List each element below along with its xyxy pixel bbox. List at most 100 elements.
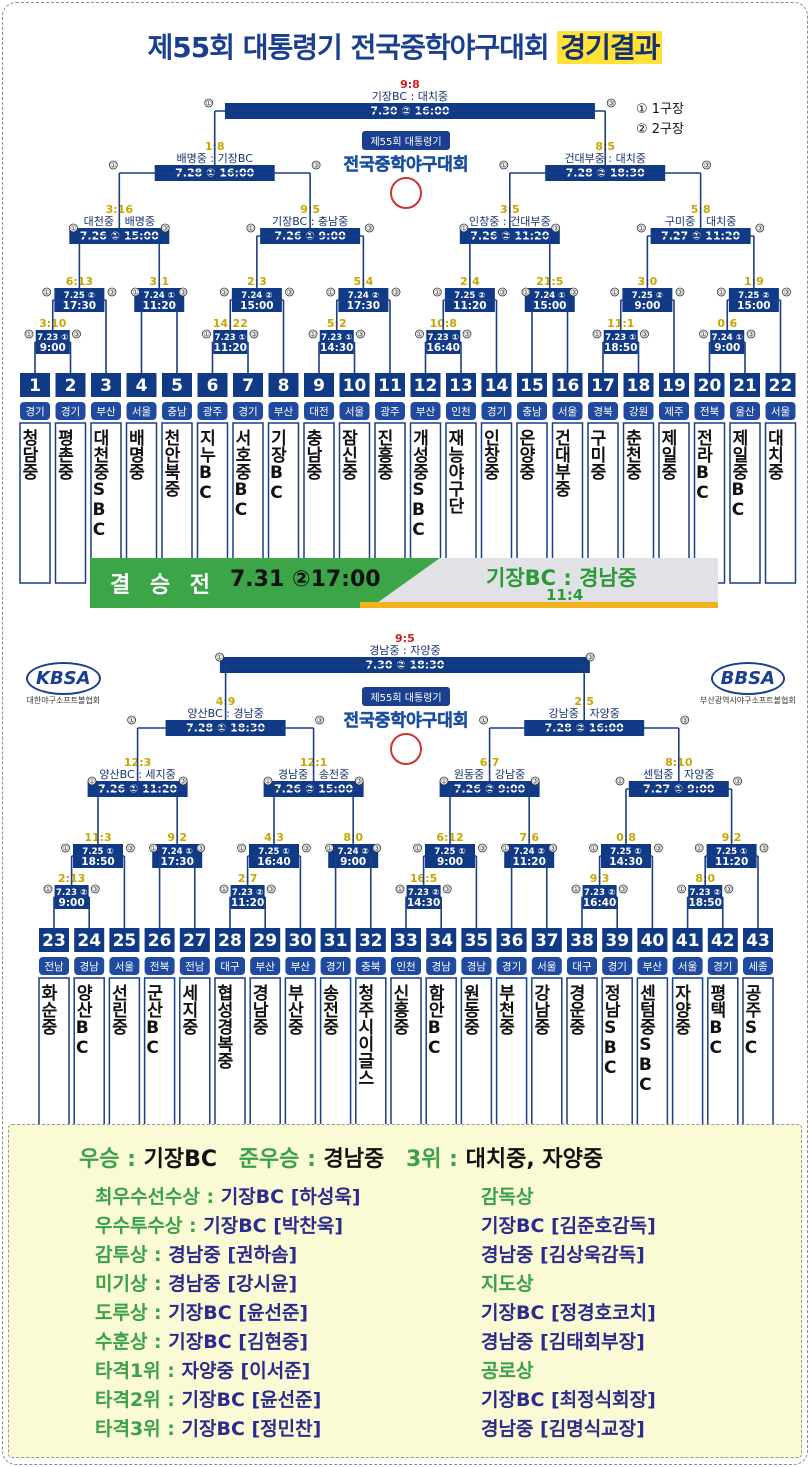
seed-label: ①	[89, 778, 95, 786]
team-name-box	[38, 977, 70, 1125]
region-tag	[39, 957, 69, 975]
match-date: 7.23 ①	[215, 333, 246, 343]
seed-label: ③	[393, 289, 399, 297]
slot-number: 16	[556, 376, 580, 396]
region-label: 경기	[61, 405, 80, 418]
award-right-item: 경남중 [김태회부장]	[481, 1328, 645, 1357]
seed-circle	[237, 843, 247, 853]
seed-mark: ①	[610, 287, 620, 297]
region-tag	[461, 957, 492, 975]
team-name-box	[425, 977, 457, 1125]
slot-number: 10	[343, 376, 367, 396]
award-value: 기장BC [하성욱]	[220, 1186, 361, 1208]
bbsa-caption: 부산광역시야구소프트볼협회	[700, 696, 796, 705]
slot-number: 9	[313, 376, 325, 396]
region-label: 부산	[274, 406, 294, 418]
seed-mark: ①	[459, 223, 469, 233]
seed-mark: ③	[90, 884, 100, 894]
region-tag	[162, 402, 192, 420]
third-label: 3위 :	[405, 1147, 466, 1172]
region-tag	[659, 402, 689, 420]
slot-number: 38	[570, 931, 594, 951]
seed-circle	[391, 287, 401, 297]
team-name-box	[516, 422, 548, 584]
team-name: 청담중	[18, 428, 38, 481]
region-label: 경기	[608, 960, 627, 973]
seed-mark: ①	[589, 843, 598, 853]
seed-mark: ①	[501, 843, 511, 853]
slot-number-box	[410, 373, 441, 397]
seed-mark: ③	[548, 843, 558, 853]
match-date: 7.23 ①	[321, 333, 352, 343]
region-tag	[707, 957, 738, 975]
final-label: 결 승 전	[110, 573, 217, 598]
slot-number: 17	[591, 376, 615, 396]
final-bg-stripe	[360, 602, 718, 608]
seed-mark: ①	[219, 287, 229, 297]
team-name-box	[460, 977, 493, 1125]
match-time: 11:20	[512, 856, 545, 868]
seed-label: ③	[499, 289, 505, 297]
seed-label: ①	[128, 717, 134, 725]
region-label: 경기	[326, 960, 345, 973]
region-label: 부산	[291, 961, 311, 973]
team-name: 강남중	[530, 984, 550, 1036]
seed-label: ③	[127, 845, 133, 853]
region-label: 세종	[748, 961, 768, 973]
team-name: 진흥중	[373, 429, 393, 481]
seed-label: ①	[265, 778, 271, 786]
team-name-box	[764, 422, 797, 584]
seed-mark: ①	[215, 652, 225, 662]
seed-label: ③	[444, 886, 450, 894]
seed-circle	[107, 287, 117, 297]
team-name: 양산BC	[72, 984, 92, 1058]
bbsa-logo: BBSA 부산광역시야구소프트볼협회	[700, 662, 796, 706]
seed-mark: ③	[585, 652, 595, 662]
region-label: 대전	[309, 406, 328, 418]
seed-mark: ③	[618, 884, 628, 894]
award-left-item: 도루상 : 기장BC [윤선준]	[95, 1299, 308, 1328]
region-tag	[109, 957, 140, 975]
match-date: 7.23 ②	[56, 888, 87, 898]
team-name: 구미중	[586, 429, 606, 481]
match-time: 11:20	[453, 300, 486, 312]
region-label: 울산	[735, 406, 755, 418]
region-tag	[91, 402, 121, 420]
team-name: 대천중SBC	[89, 429, 109, 540]
seed-label: ①	[638, 225, 644, 233]
slot-number-box	[355, 928, 386, 952]
seed-circle	[24, 329, 34, 339]
seed-label: ①	[696, 845, 702, 853]
region-label: 충북	[361, 961, 381, 973]
match-time: 18:50	[604, 342, 637, 354]
seed-circle	[356, 329, 365, 339]
seed-circle	[42, 287, 52, 297]
seed-mark: ③	[569, 287, 578, 297]
seed-label: ③	[374, 845, 380, 853]
seed-label: ③	[313, 162, 319, 170]
match-date: 7.24 ②	[514, 847, 545, 857]
seed-label: ①	[216, 654, 222, 662]
team-name: 평촌중	[54, 429, 74, 481]
team-name-box	[232, 422, 264, 584]
seed-label: ③	[92, 886, 98, 894]
award-heading: 감독상	[481, 1186, 534, 1208]
match-date: 7.23 ①	[428, 333, 459, 343]
seed-label: ①	[238, 845, 244, 853]
region-label: 제주	[664, 406, 684, 418]
region-tag	[375, 402, 405, 420]
region-label: 인천	[451, 406, 470, 418]
team-name: 개성중SBC	[409, 429, 429, 540]
region-tag	[339, 402, 370, 420]
emblem-edition: 제55회 대통령기	[362, 687, 450, 706]
slot-number: 30	[289, 931, 313, 951]
seed-mark: ③	[285, 287, 294, 297]
seed-circle	[196, 843, 206, 853]
